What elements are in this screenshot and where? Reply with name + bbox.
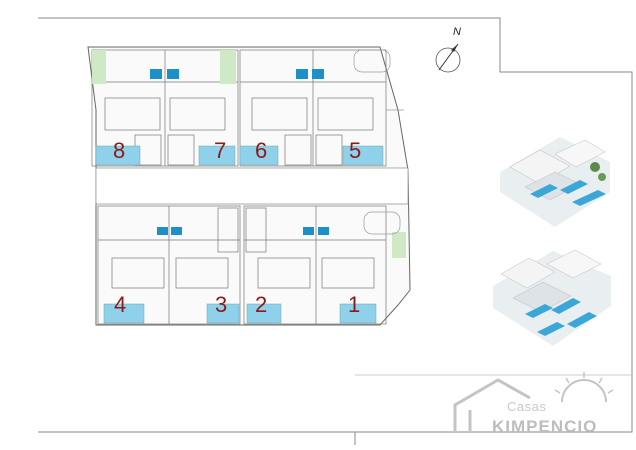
north-arrow-icon [435, 43, 461, 73]
top-row [91, 49, 387, 167]
unit-number-1: 1 [348, 292, 361, 317]
north-label: N [453, 26, 461, 38]
unit-number-6: 6 [255, 138, 268, 163]
bottom-row-accents [103, 227, 406, 324]
parking [353, 49, 404, 235]
render-bottom [493, 249, 611, 346]
logo-line1: Casas [507, 399, 547, 414]
top-row-accents [92, 50, 384, 166]
unit-number-4: 4 [114, 292, 127, 317]
driveway [95, 167, 409, 205]
unit-number-3: 3 [215, 292, 228, 317]
logo-icon [453, 372, 614, 432]
unit-number-2: 2 [255, 292, 268, 317]
unit-number-7: 7 [214, 138, 227, 163]
unit-number-8: 8 [113, 138, 126, 163]
unit-number-5: 5 [349, 138, 362, 163]
plot-boundary [38, 17, 633, 445]
render-top [500, 137, 610, 227]
logo-line2: KIMPENCIO [492, 417, 598, 436]
bottom-row [97, 205, 387, 325]
